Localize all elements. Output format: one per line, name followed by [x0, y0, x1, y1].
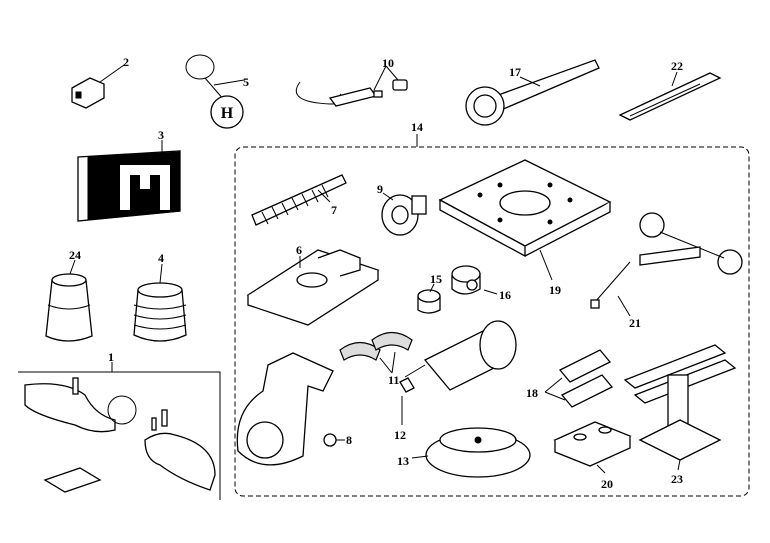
- label-20: 20: [601, 477, 613, 491]
- part-15-small-bush: [417, 283, 441, 314]
- label-10: 10: [382, 56, 394, 70]
- part-3-booklet: [77, 140, 181, 222]
- kit-box-outline: [234, 146, 750, 497]
- label-19: 19: [549, 283, 561, 297]
- label-22: 22: [671, 59, 683, 73]
- label-13: 13: [397, 454, 409, 468]
- part-6-holding-plate: [246, 249, 380, 326]
- part-11-half-shells: [339, 331, 413, 374]
- part-20-block: [553, 421, 632, 474]
- part-7-threaded-rod: [251, 174, 347, 226]
- part-19-base-plate: [438, 159, 612, 281]
- part-10-usb-key: [295, 65, 408, 107]
- svg-text:H: H: [221, 105, 234, 122]
- part-23-stand: [623, 344, 737, 471]
- label-2: 2: [123, 55, 129, 69]
- part-labels: 2 5 10 17 22 3 14 7 9 19 6 15 16 24 4 21…: [69, 55, 683, 491]
- label-6: 6: [296, 243, 302, 257]
- label-9: 9: [377, 182, 383, 196]
- part-8-clutch-holder: [236, 352, 345, 466]
- part-18-sleeves: [544, 349, 614, 408]
- label-7: 7: [331, 203, 337, 217]
- part-16-bush: [451, 265, 498, 295]
- label-1: 1: [108, 350, 114, 364]
- part-21-t-handle-puller: [590, 212, 743, 317]
- label-21: 21: [629, 316, 641, 330]
- label-24: 24: [69, 248, 81, 262]
- label-4: 4: [158, 251, 164, 265]
- label-11: 11: [388, 373, 399, 387]
- label-3: 3: [158, 128, 164, 142]
- label-16: 16: [499, 288, 511, 302]
- label-8: 8: [346, 433, 352, 447]
- label-17: 17: [509, 65, 521, 79]
- part-5-keyring: H: [185, 54, 245, 129]
- label-12: 12: [394, 428, 406, 442]
- part-12-press-tool: [399, 320, 517, 425]
- label-15: 15: [430, 272, 442, 286]
- part-24-sleeve: [45, 259, 93, 342]
- part-13-disc: [411, 427, 531, 478]
- part-4-bellows: [133, 263, 187, 342]
- label-5: 5: [243, 75, 249, 89]
- label-14: 14: [411, 120, 423, 134]
- part-9-puller: [381, 192, 427, 236]
- part-2-connector: [71, 64, 125, 109]
- part-22-gauge: [618, 71, 722, 121]
- label-23: 23: [671, 472, 683, 486]
- part-17-wrench: [465, 59, 600, 126]
- part-1-handguards: [24, 377, 216, 493]
- handguard-kit-bracket: [18, 371, 221, 500]
- label-18: 18: [526, 386, 538, 400]
